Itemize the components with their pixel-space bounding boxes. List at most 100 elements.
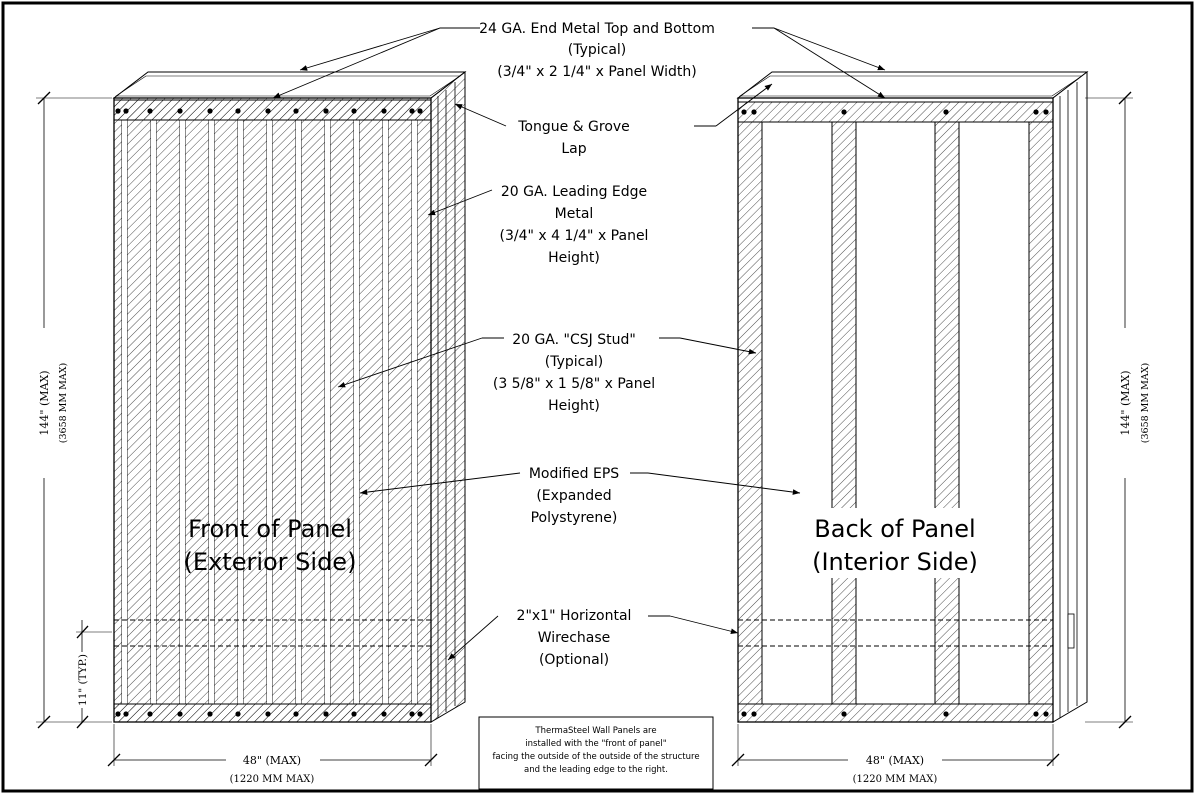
front-stud (325, 120, 330, 704)
callout-csj-stud: 20 GA. "CSJ Stud" (Typical) (3 5/8" x 1 … (337, 332, 757, 414)
tongue-line1: Tongue & Grove (517, 119, 630, 135)
fastener-dot (207, 711, 213, 717)
front-stud (151, 120, 156, 704)
fastener-dot (417, 711, 423, 717)
front-fasteners-top (115, 108, 423, 114)
front-stud (267, 120, 272, 704)
back-width-dim: 48" (MAX) (866, 754, 924, 767)
front-title-line2: (Exterior Side) (184, 548, 357, 576)
fastener-dot (351, 108, 357, 114)
eps-line2: (Expanded (536, 488, 611, 504)
note-line2: installed with the "front of panel" (525, 739, 666, 749)
fastener-dot (417, 108, 423, 114)
fastener-dot (123, 711, 129, 717)
fastener-dot (943, 109, 949, 115)
fastener-dot (1033, 711, 1039, 717)
fastener-dot (177, 108, 183, 114)
back-fasteners (741, 109, 1049, 717)
front-fasteners-bottom (115, 711, 423, 717)
fastener-dot (841, 109, 847, 115)
end-metal-line1: 24 GA. End Metal Top and Bottom (479, 21, 715, 37)
fastener-dot (1033, 109, 1039, 115)
front-stud (180, 120, 185, 704)
fastener-dot (115, 711, 121, 717)
callout-leading-edge: 20 GA. Leading Edge Metal (3/4" x 4 1/4"… (427, 184, 649, 266)
front-stud (238, 120, 243, 704)
wirechase-line3: (Optional) (539, 652, 609, 668)
fastener-dot (351, 711, 357, 717)
fastener-dot (409, 108, 415, 114)
fastener-dot (741, 711, 747, 717)
front-stud (122, 120, 127, 704)
fastener-dot (323, 108, 329, 114)
front-height-dim: 144" (MAX) (38, 370, 51, 435)
front-height-metric: (3658 MM MAX) (58, 363, 69, 443)
fastener-dot (177, 711, 183, 717)
note-line3: facing the outside of the outside of the… (492, 752, 699, 762)
tongue-line2: Lap (561, 141, 586, 157)
end-metal-line3: (3/4" x 2 1/4" x Panel Width) (497, 64, 697, 80)
fastener-dot (115, 108, 121, 114)
note-line1: ThermaSteel Wall Panels are (534, 726, 656, 736)
back-panel: Back of Panel (Interior Side) (736, 70, 1089, 723)
back-title-line2: (Interior Side) (812, 548, 978, 576)
front-panel: Front of Panel (Exterior Side) (112, 70, 467, 723)
back-height-dim: 144" (MAX) (1119, 370, 1132, 435)
back-title-line1: Back of Panel (814, 515, 975, 543)
fastener-dot (293, 711, 299, 717)
dimension-lines: 144" (MAX) (3658 MM MAX) 11" (TYP.) 144"… (36, 91, 1151, 785)
fastener-dot (751, 109, 757, 115)
fastener-dot (409, 711, 415, 717)
callout-eps: Modified EPS (Expanded Polystyrene) (359, 466, 801, 526)
wirechase-line1: 2"x1" Horizontal (517, 608, 632, 624)
leading-edge-line4: Height) (548, 250, 600, 266)
fastener-dot (207, 108, 213, 114)
eps-line1: Modified EPS (529, 466, 619, 482)
back-height-metric: (3658 MM MAX) (1140, 363, 1151, 443)
fastener-dot (123, 108, 129, 114)
csj-line3: (3 5/8" x 1 5/8" x Panel (493, 376, 655, 392)
front-studs (121, 120, 418, 704)
front-stud (296, 120, 301, 704)
eps-line3: Polystyrene) (531, 510, 618, 526)
fastener-dot (751, 711, 757, 717)
front-stud (354, 120, 359, 704)
fastener-dot (235, 108, 241, 114)
front-title-line1: Front of Panel (188, 515, 352, 543)
leading-edge-line1: 20 GA. Leading Edge (501, 184, 647, 200)
csj-line1: 20 GA. "CSJ Stud" (512, 332, 636, 348)
fastener-dot (293, 108, 299, 114)
fastener-dot (381, 108, 387, 114)
csj-line4: Height) (548, 398, 600, 414)
fastener-dot (265, 711, 271, 717)
fastener-dot (265, 108, 271, 114)
fastener-dot (1043, 711, 1049, 717)
fastener-dot (147, 108, 153, 114)
back-width-metric: (1220 MM MAX) (853, 774, 938, 785)
leading-edge-line3: (3/4" x 4 1/4" x Panel (500, 228, 649, 244)
front-stud (209, 120, 214, 704)
chase-offset-dim: 11" (TYP.) (77, 654, 89, 706)
front-stud (383, 120, 388, 704)
wirechase-line2: Wirechase (538, 630, 611, 646)
fastener-dot (323, 711, 329, 717)
front-stud (412, 120, 417, 704)
fastener-dot (235, 711, 241, 717)
front-width-dim: 48" (MAX) (243, 754, 301, 767)
callout-end-metal: 24 GA. End Metal Top and Bottom (Typical… (272, 21, 886, 99)
csj-line2: (Typical) (545, 354, 604, 370)
fastener-dot (147, 711, 153, 717)
leading-edge-line2: Metal (555, 206, 594, 222)
front-width-metric: (1220 MM MAX) (230, 774, 315, 785)
installation-note: ThermaSteel Wall Panels are installed wi… (478, 716, 714, 790)
callout-wirechase: 2"x1" Horizontal Wirechase (Optional) (447, 608, 739, 668)
fastener-dot (841, 711, 847, 717)
fastener-dot (943, 711, 949, 717)
fastener-dot (381, 711, 387, 717)
callout-tongue-groove: Tongue & Grove Lap (454, 83, 773, 157)
note-line4: and the leading edge to the right. (524, 765, 668, 775)
fastener-dot (741, 109, 747, 115)
fastener-dot (1043, 109, 1049, 115)
